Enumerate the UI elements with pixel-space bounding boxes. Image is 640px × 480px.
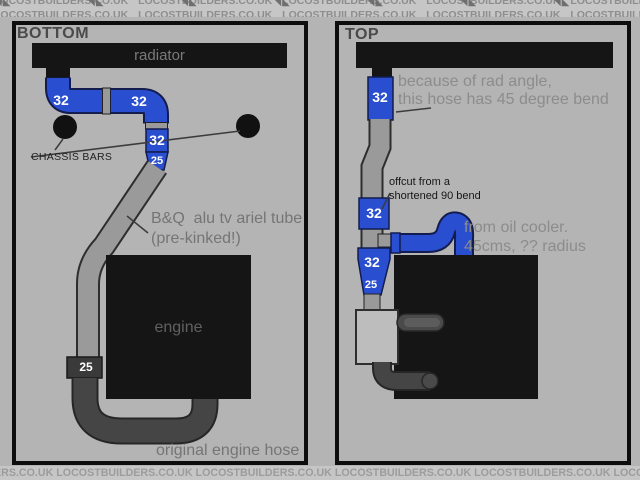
rad-angle-note-line1: because of rad angle, (398, 73, 552, 90)
rad-angle-note-line2: this hose has 45 degree bend (398, 91, 609, 108)
watermark-text: ERS.CO.UK LOCOSTBUILDERS.CO.UK LOCOSTBUI… (0, 467, 640, 479)
pipe-size-label: 25 (364, 279, 378, 291)
watermark-text: LOCOSTBUILDERS.CO.UK LOCOSTBUILDERS.CO.U… (0, 9, 640, 17)
engine-label: engine (154, 319, 203, 336)
offcut-note-line1: offcut from a (389, 176, 450, 188)
radiator-label: radiator (134, 47, 185, 64)
watermark-strip-top: LOCOSTBUILDERS.CO.UK LOCOSTBUILDERS.CO.U… (0, 0, 640, 17)
pipe-size-label: 32 (53, 92, 69, 108)
aerial-tube-note-line1: B&Q alu tv ariel tube (151, 210, 303, 227)
pipe-size-label: 32 (372, 89, 388, 105)
pipe-size-label: 32 (131, 93, 147, 109)
locost-logo-row: ◥◣ ◥◣ ◥◣ ◥◣ ◥◣ ◥◣ ◥◣ ◥◣ (0, 0, 640, 8)
oil-cooler-note-line1: from oil cooler. (464, 219, 569, 236)
watermark-strip-bottom: ERS.CO.UK LOCOSTBUILDERS.CO.UK LOCOSTBUI… (0, 466, 640, 480)
offcut-note-line2: shortened 90 bend (389, 190, 481, 202)
pipe-size-label: 32 (364, 254, 380, 270)
bottom-panel-title: BOTTOM (17, 25, 90, 42)
watermark-text: LOCOSTBUILDERS.CO.UK LOCOSTBUILDERS.CO.U… (0, 0, 640, 7)
chassis-bars-note: CHASSIS BARS (31, 151, 113, 163)
pipe-size-label: 32 (366, 205, 382, 221)
top-panel-title: TOP (345, 26, 380, 43)
pipe-size-label: 25 (150, 155, 164, 167)
original-hose-note: original engine hose (156, 442, 300, 459)
pipe-size-label: 25 (79, 360, 93, 374)
oil-cooler-note-line2: 45cms, ?? radius (464, 238, 586, 255)
aerial-tube-note-line2: (pre-kinked!) (151, 230, 241, 247)
pipe-size-label: 32 (149, 132, 165, 148)
